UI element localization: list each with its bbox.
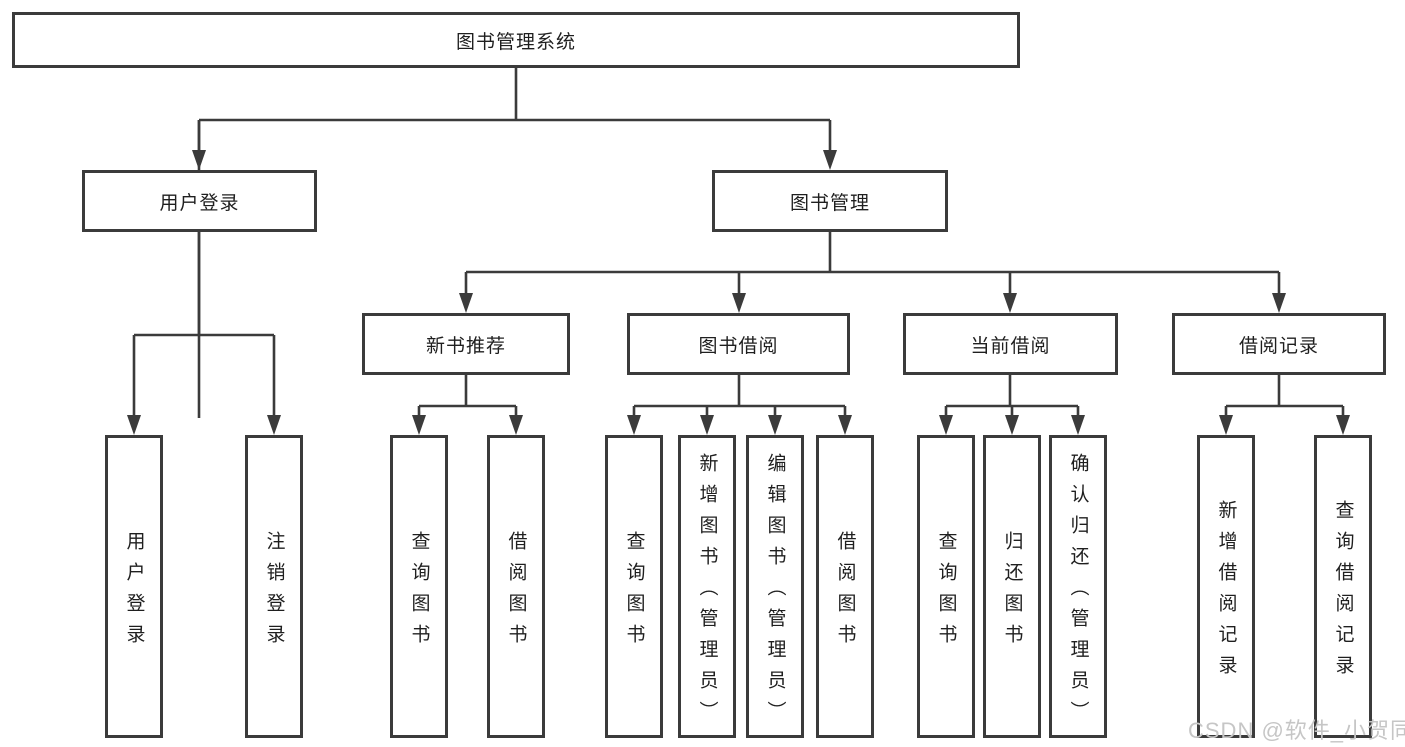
leaf-logout: 注销登录 (245, 435, 303, 738)
arrow-down-icon (1336, 415, 1350, 435)
node-label: 图书管理系统 (455, 31, 576, 53)
connector-path (1224, 375, 1345, 418)
arrow-down-icon (509, 415, 523, 435)
arrow-down-icon (127, 415, 141, 435)
leaf-current-confirm-return-admin: 确认归还（管理员） (1049, 435, 1107, 738)
leaf-label: 确认归还（管理员） (1067, 453, 1089, 732)
arrow-down-icon (1003, 293, 1017, 313)
node-label: 图书管理 (789, 192, 870, 214)
arrow-down-icon (838, 415, 852, 435)
leaf-current-return-books: 归还图书 (983, 435, 1041, 738)
leaf-user-login: 用户登录 (105, 435, 163, 738)
arrow-down-icon (823, 150, 837, 170)
leaf-label: 查询图书 (408, 530, 430, 655)
leaf-label: 用户登录 (123, 530, 145, 655)
leaf-recommend-borrow-books: 借阅图书 (487, 435, 545, 738)
arrow-down-icon (1005, 415, 1019, 435)
arrow-down-icon (1219, 415, 1233, 435)
leaf-label: 注销登录 (263, 530, 285, 655)
arrow-down-icon (768, 415, 782, 435)
leaf-recommend-query-books: 查询图书 (390, 435, 448, 738)
arrow-down-icon (700, 415, 714, 435)
leaf-current-query-books: 查询图书 (917, 435, 975, 738)
leaf-label: 归还图书 (1001, 530, 1023, 655)
arrow-down-icon (1272, 293, 1286, 313)
connector-path (417, 375, 518, 418)
leaf-borrowing-edit-books-admin: 编辑图书（管理员） (746, 435, 804, 738)
node-label: 借阅记录 (1238, 335, 1319, 357)
node-borrowing-records: 借阅记录 (1172, 313, 1386, 375)
node-label: 用户登录 (159, 192, 240, 214)
connector-path (944, 375, 1080, 418)
arrow-down-icon (732, 293, 746, 313)
leaf-label: 查询图书 (935, 530, 957, 655)
node-current-borrowing: 当前借阅 (903, 313, 1118, 375)
leaf-borrowing-add-books-admin: 新增图书（管理员） (678, 435, 736, 738)
arrow-down-icon (267, 415, 281, 435)
node-label: 图书借阅 (698, 335, 779, 357)
node-user-login-branch: 用户登录 (82, 170, 317, 232)
connector-path (632, 375, 847, 418)
connector-path (132, 232, 276, 418)
node-library-management-system: 图书管理系统 (12, 12, 1020, 68)
node-new-book-recommend: 新书推荐 (362, 313, 570, 375)
leaf-label: 查询图书 (623, 530, 645, 655)
leaf-label: 编辑图书（管理员） (764, 453, 786, 732)
csdn-watermark: CSDN @软件_小贺同学 (1188, 718, 1405, 743)
leaf-borrowing-query-books: 查询图书 (605, 435, 663, 738)
arrow-down-icon (192, 150, 206, 170)
node-book-management: 图书管理 (712, 170, 948, 232)
connector-edges (132, 68, 1345, 418)
arrow-down-icon (459, 293, 473, 313)
arrow-down-icon (627, 415, 641, 435)
node-label: 当前借阅 (970, 335, 1051, 357)
leaf-records-query-borrow-record: 查询借阅记录 (1314, 435, 1372, 738)
node-label: 新书推荐 (425, 335, 506, 357)
leaf-label: 新增图书（管理员） (696, 453, 718, 732)
leaf-borrowing-borrow-books: 借阅图书 (816, 435, 874, 738)
arrowheads (127, 150, 1350, 435)
leaf-label: 借阅图书 (834, 530, 856, 655)
leaf-label: 借阅图书 (505, 530, 527, 655)
arrow-down-icon (1071, 415, 1085, 435)
connector-path (464, 232, 1281, 296)
leaf-label: 查询借阅记录 (1332, 499, 1354, 686)
arrow-down-icon (412, 415, 426, 435)
arrow-down-icon (939, 415, 953, 435)
node-book-borrowing: 图书借阅 (627, 313, 850, 375)
connector-path (197, 68, 832, 418)
leaf-label: 新增借阅记录 (1215, 499, 1237, 686)
leaf-records-add-borrow-record: 新增借阅记录 (1197, 435, 1255, 738)
